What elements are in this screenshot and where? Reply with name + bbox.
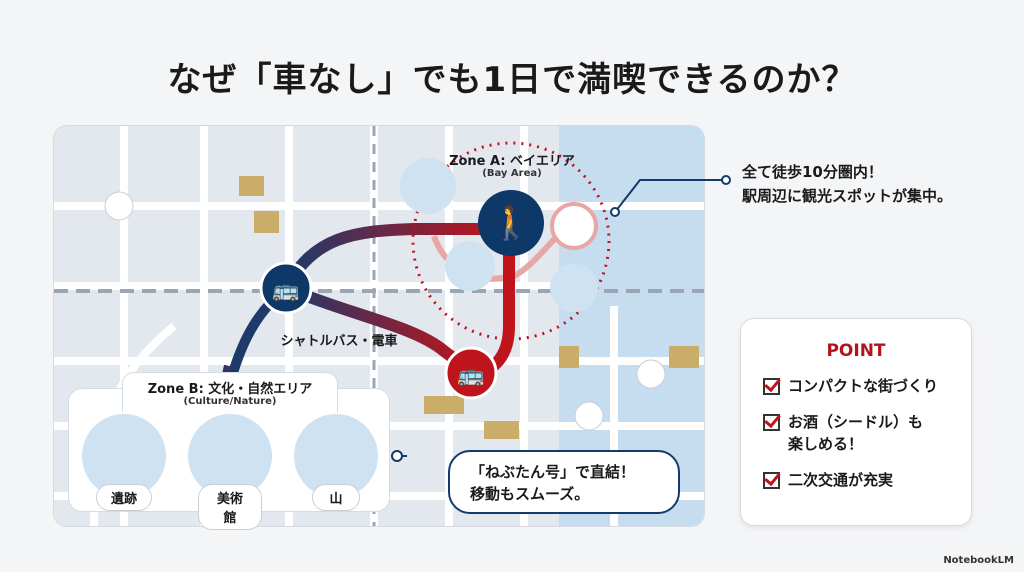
point-item: 二次交通が充実: [763, 469, 971, 491]
walking-note: 全て徒歩10分圏内！ 駅周辺に観光スポットが集中。: [742, 160, 952, 208]
svg-text:🚌: 🚌: [457, 363, 484, 388]
spot-label: 山: [312, 484, 360, 511]
bus-stop-icon: [636, 359, 666, 389]
bus-icon: [444, 346, 498, 400]
page-title: なぜ「車なし」でも1日で満喫できるのか？: [167, 60, 857, 100]
fish-sign-icon: [550, 202, 598, 250]
bubble-line: 「ねぶたん号」で直結！: [470, 463, 636, 481]
point-heading: POINT: [826, 341, 886, 361]
zone-a-title: Zone A: ベイエリア: [449, 154, 575, 169]
note-line: 駅周辺に観光スポットが集中。: [742, 187, 953, 205]
bubble-line: 移動もスムーズ。: [470, 485, 590, 503]
watermark: NotebookLM: [943, 555, 1014, 566]
bus-icon: [259, 261, 313, 315]
checkbox-icon: [763, 414, 780, 431]
checkbox-icon: [763, 378, 780, 395]
walking-person-icon: [478, 190, 544, 256]
point-item: お酒（シードル）も 楽しめる！: [763, 411, 971, 455]
zone-b-tab: [122, 372, 338, 412]
svg-text:🚌: 🚌: [272, 278, 299, 303]
spot-label: 遺跡: [96, 484, 152, 511]
point-item-text: お酒（シードル）も 楽しめる！: [788, 413, 924, 453]
point-item: コンパクトな街づくり: [763, 375, 971, 397]
checkbox-icon: [763, 472, 780, 489]
zone-b-subtitle: (Culture/Nature): [183, 396, 277, 407]
speech-bubble: 「ねぶたん号」で直結！ 移動もスムーズ。: [448, 450, 680, 514]
train-station-icon: [104, 191, 134, 221]
point-box: POINT コンパクトな街づくり お酒（シードル）も 楽しめる！ 二次交通が充実: [740, 318, 972, 526]
fish-icon: [550, 264, 598, 312]
train-station-icon: [574, 401, 604, 431]
route-label: シャトルバス・電車: [280, 334, 398, 349]
zone-a-subtitle: (Bay Area): [482, 168, 542, 179]
zone-b-title: Zone B: 文化・自然エリア: [147, 382, 313, 397]
point-item-text: コンパクトな街づくり: [788, 377, 939, 395]
callout-line: [610, 175, 731, 217]
note-line: 全て徒歩10分圏内！: [742, 163, 883, 181]
building-icon: [400, 158, 456, 214]
spot-label: 美術館: [198, 484, 262, 530]
svg-text:🚶: 🚶: [491, 204, 531, 242]
point-item-text: 二次交通が充実: [788, 471, 894, 489]
ferry-icon: [445, 241, 495, 291]
